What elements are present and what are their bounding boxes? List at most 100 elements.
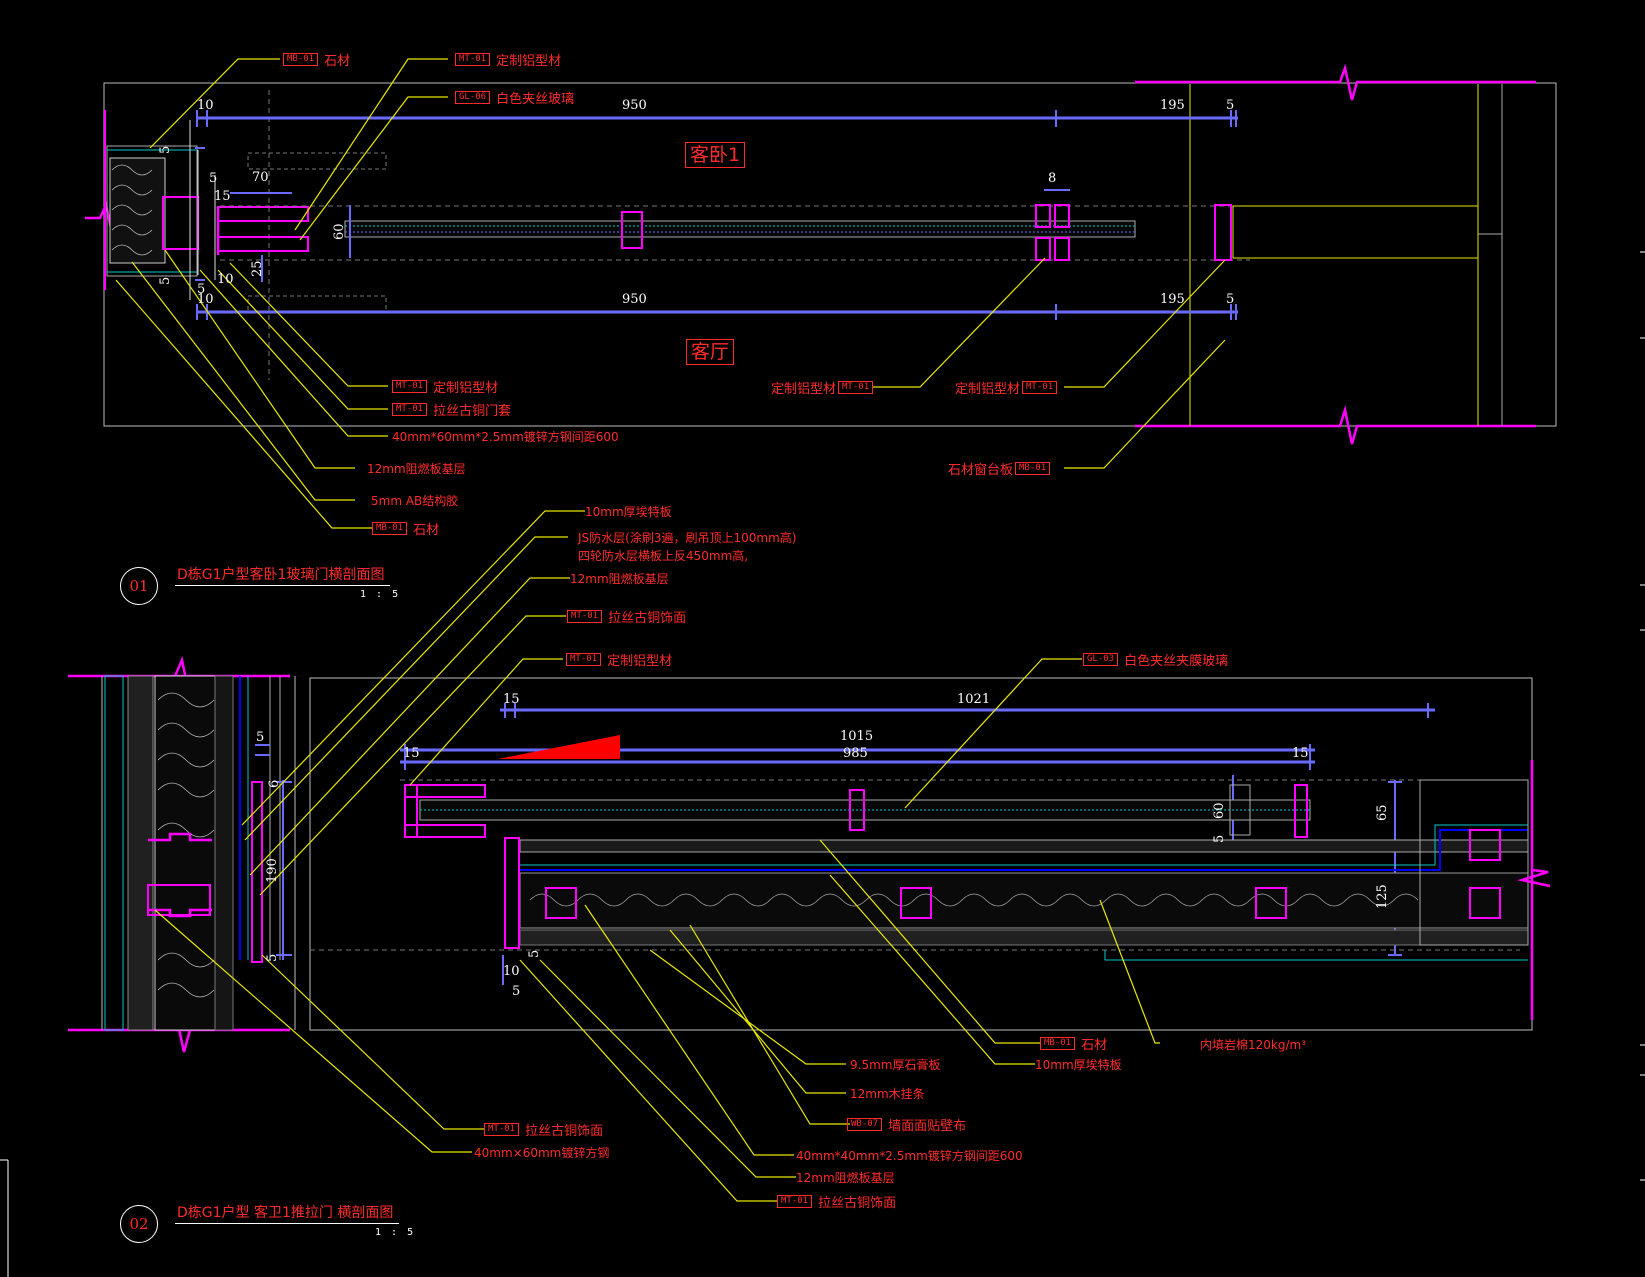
dim-02-1021: 1021 [957, 692, 991, 707]
callout-02-rock-wool: 内填岩棉120kg/m³ [1200, 1035, 1306, 1053]
dim-02-65: 65 [1375, 804, 1390, 821]
callout-text: 拉丝古铜饰面 [818, 1195, 897, 1211]
dim-02-5b: 5 [512, 984, 521, 999]
callout-text: 40mm×60mm镀锌方钢 [474, 1145, 610, 1160]
dim-01-bot-950: 950 [622, 292, 647, 307]
callout-text: 定制铝型材 [496, 53, 562, 69]
callout-text: 拉丝古铜门套 [433, 403, 512, 419]
dim-02-left-5a: 5 [256, 730, 265, 745]
callout-text: 白色夹丝玻璃 [496, 91, 575, 107]
callout-text: 12mm阻燃板基层 [367, 461, 466, 476]
dim-02-60: 60 [1212, 802, 1227, 819]
callout-text: JS防水层(涂刷3遍，刷吊顶上100mm高) [578, 530, 797, 545]
detail-01-number: 01 [120, 567, 158, 605]
material-tag: MB-01 [283, 52, 319, 66]
dim-02-15: 15 [503, 692, 520, 707]
callout-01-steel-tube: 40mm*60mm*2.5mm镀锌方钢间距600 [392, 427, 619, 445]
callout-text: 石材 [324, 53, 351, 69]
callout-text: 石材 [1081, 1037, 1108, 1053]
dim-02-1015: 1015 [840, 729, 874, 744]
callout-text: 石材 [413, 522, 440, 538]
detail-01-title: D栋G1户型客卧1玻璃门横剖面图 [175, 564, 391, 586]
callout-02-fire-board-bottom: 12mm阻燃板基层 [796, 1168, 895, 1186]
callout-text: 12mm阻燃板基层 [570, 571, 669, 586]
callout-02-cement-board-top: 10mm厚埃特板 [585, 502, 672, 520]
callout-text: 12mm阻燃板基层 [796, 1170, 895, 1185]
material-tag: GL-03 [1083, 652, 1119, 666]
dim-02-15c: 15 [1292, 746, 1309, 761]
material-tag: MB-01 [372, 521, 408, 535]
callout-text: 9.5mm厚石膏板 [850, 1057, 941, 1072]
callout-02-bronze-finish-left: MT-01 拉丝古铜饰面 [484, 1120, 604, 1139]
dim-01-5d: 5 [197, 282, 206, 297]
callout-01-ab-adhesive: 5mm AB结构胶 [371, 491, 458, 509]
material-tag: MT-01 [566, 652, 602, 666]
dim-01-60: 60 [332, 223, 347, 240]
callout-02-steel-tube-grid: 40mm*40mm*2.5mm镀锌方钢间距600 [796, 1146, 1023, 1164]
callout-01-stone-bottom: MB-01 石材 [372, 519, 440, 538]
detail-02-title: D栋G1户型 客卫1推拉门 横剖面图 [175, 1202, 400, 1224]
sheet-edge-marks [0, 251, 1645, 1277]
callout-02-fire-board-top: 12mm阻燃板基层 [570, 569, 669, 587]
material-tag: WB-07 [847, 1117, 883, 1131]
callout-02-aluminium-profile: MT-01 定制铝型材 [566, 650, 673, 669]
callout-01-stone: MB-01 石材 [283, 50, 351, 69]
dim-02-left-190: 190 [265, 858, 280, 883]
material-tag: MB-01 [1040, 1036, 1076, 1050]
callout-02-stone: MB-01 石材 [1040, 1034, 1108, 1053]
callout-01-fire-board: 12mm阻燃板基层 [367, 459, 466, 477]
material-tag: MT-01 [455, 52, 491, 66]
material-tag: MT-01 [838, 380, 874, 394]
detail-01-geometry [85, 58, 1557, 529]
callout-text: 石材窗台板 [948, 462, 1014, 478]
dim-02-5c: 5 [527, 949, 542, 958]
dim-01-bot-5: 5 [1226, 292, 1235, 307]
material-tag: GL-06 [455, 90, 491, 104]
callout-text: 内填岩棉120kg/m³ [1200, 1037, 1307, 1052]
dim-01-5c: 5 [158, 276, 173, 285]
dim-01-15: 15 [214, 189, 231, 204]
dim-01-top-195: 195 [1160, 98, 1185, 113]
callout-text: 定制铝型材 [955, 381, 1021, 397]
dim-01-8: 8 [1048, 171, 1057, 186]
dim-01-bot-10: 10 [197, 292, 214, 307]
dim-01-top-5: 5 [1226, 98, 1235, 113]
callout-01-aluminium-profile-top: MT-01 定制铝型材 [455, 50, 562, 69]
callout-text: 10mm厚埃特板 [1035, 1057, 1122, 1072]
dim-01-bot-195: 195 [1160, 292, 1185, 307]
callout-text: 拉丝古铜饰面 [525, 1123, 604, 1139]
material-tag: MB-01 [1015, 461, 1051, 475]
dim-02-left-5b: 5 [265, 953, 280, 962]
callout-02-js-waterproof: JS防水层(涂刷3遍，刷吊顶上100mm高) [578, 528, 796, 546]
detail-02-number: 02 [120, 1205, 158, 1243]
dim-02-10: 10 [503, 964, 520, 979]
dim-01-25: 25 [250, 260, 265, 277]
dim-01-top-10: 10 [197, 98, 214, 113]
callout-02-gypsum-board: 9.5mm厚石膏板 [850, 1055, 940, 1073]
dim-02-125: 125 [1375, 884, 1390, 909]
dim-01-10b: 10 [217, 272, 234, 287]
callout-text: 四轮防水层横板上反450mm高, [578, 548, 749, 563]
callout-text: 5mm AB结构胶 [371, 493, 459, 508]
detail-02-geometry [68, 510, 1551, 1202]
dim-02-5: 5 [1212, 834, 1227, 843]
dim-01-top-950: 950 [622, 98, 647, 113]
dim-01-5b: 5 [209, 171, 218, 186]
callout-text: 拉丝古铜饰面 [608, 610, 687, 626]
callout-02-wood-strip: 12mm木挂条 [850, 1084, 925, 1102]
material-tag: MT-01 [484, 1122, 520, 1136]
material-tag: MT-01 [1022, 380, 1058, 394]
callout-text: 10mm厚埃特板 [585, 504, 672, 519]
callout-01-wired-glass: GL-06 白色夹丝玻璃 [455, 88, 575, 107]
callout-text: 定制铝型材 [607, 653, 673, 669]
callout-text: 白色夹丝夹膜玻璃 [1124, 653, 1229, 669]
callout-text: 40mm*60mm*2.5mm镀锌方钢间距600 [392, 429, 619, 444]
callout-text: 12mm木挂条 [850, 1086, 925, 1101]
